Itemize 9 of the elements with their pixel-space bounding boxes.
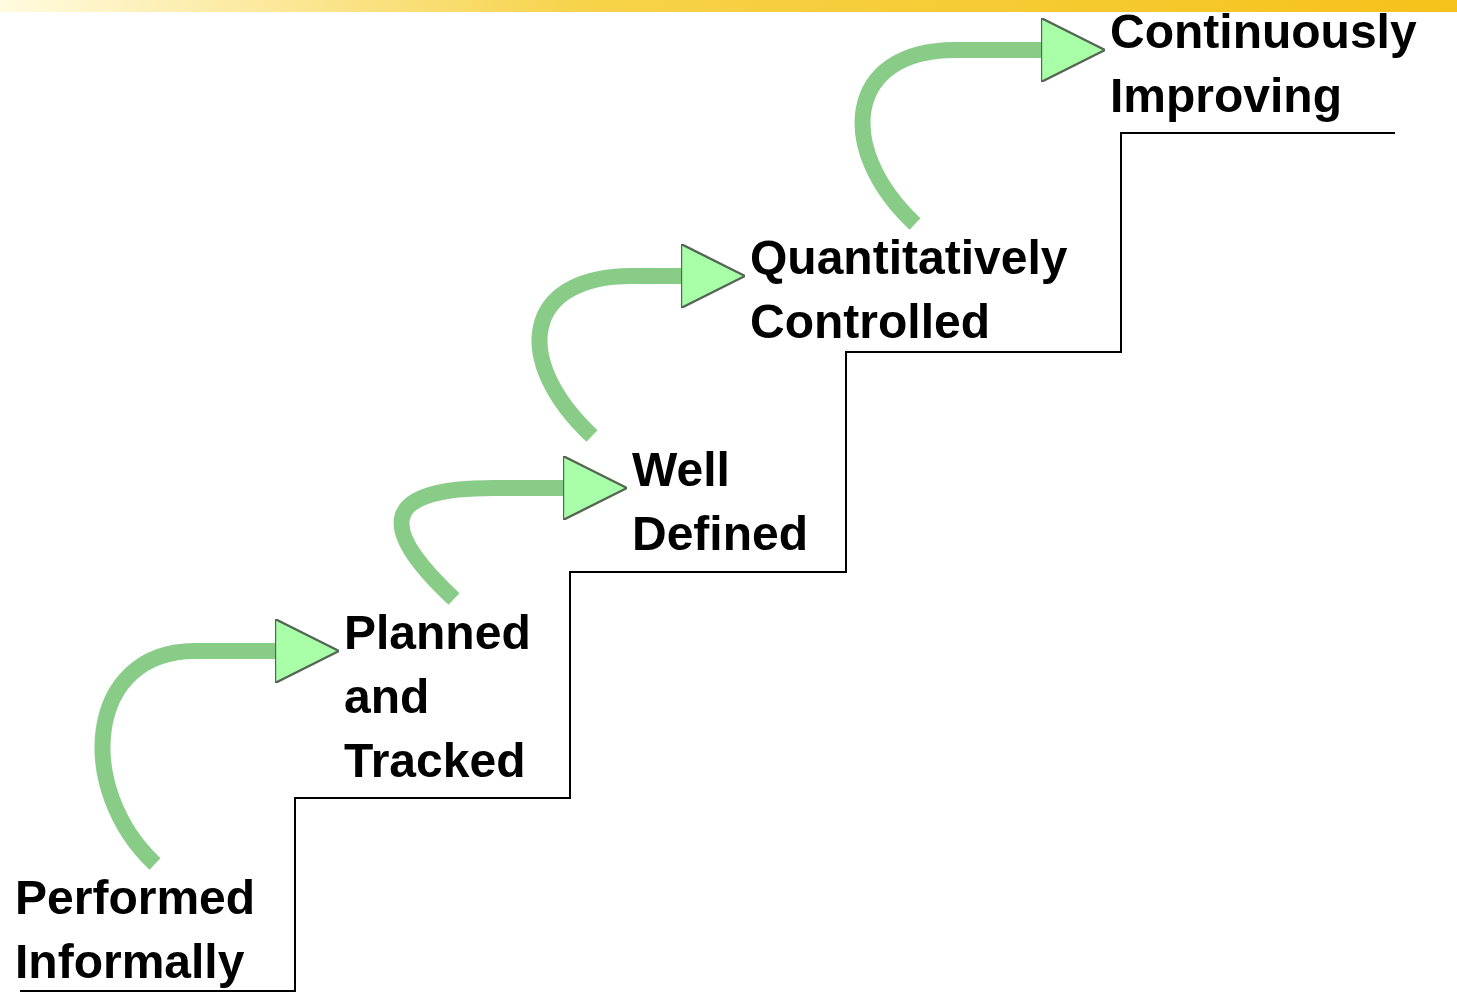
step-label: Quantitatively Controlled bbox=[750, 230, 1069, 350]
curved-arrow bbox=[531, 242, 747, 442]
curved-arrow bbox=[854, 16, 1107, 230]
step-label: Well Defined bbox=[632, 442, 809, 562]
step-label: Planned and Tracked bbox=[344, 605, 532, 789]
step-label: Performed Informally bbox=[15, 870, 257, 990]
curved-arrow bbox=[393, 454, 629, 605]
curved-arrow bbox=[94, 617, 341, 870]
step-label: Continuously Improving bbox=[1110, 4, 1418, 124]
